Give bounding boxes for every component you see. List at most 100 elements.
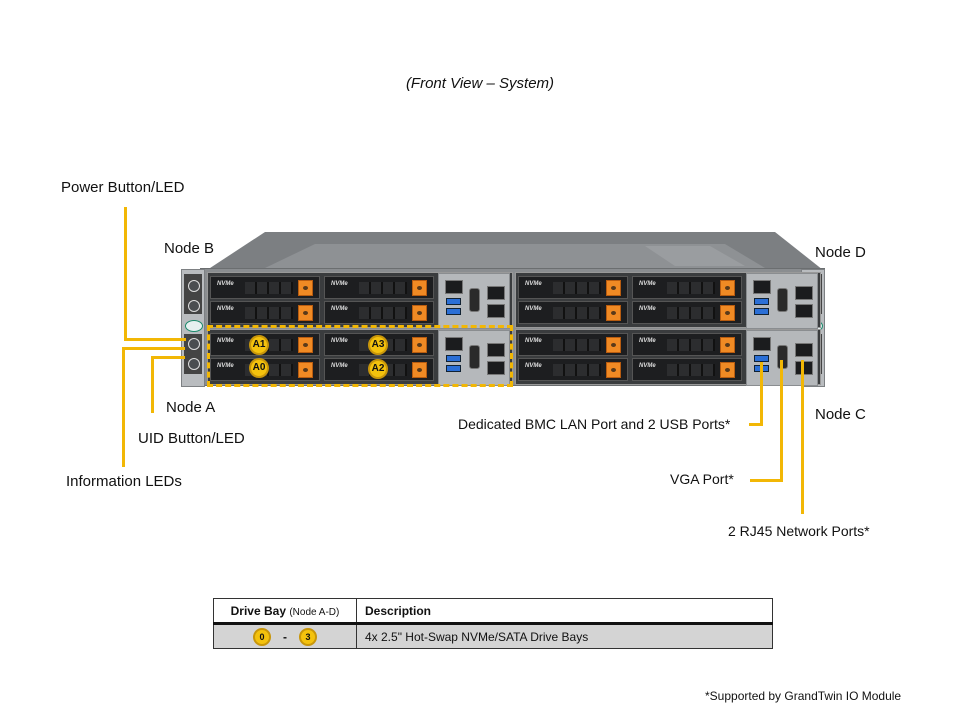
drive-marker-a0: A0: [249, 358, 269, 378]
range-separator: -: [283, 629, 287, 644]
drive-bay[interactable]: NVMe: [210, 301, 320, 324]
drive-latch-icon[interactable]: [412, 362, 427, 378]
usb-port[interactable]: [754, 355, 769, 362]
drive-latch-icon[interactable]: [720, 305, 735, 321]
drive-bay-header-text: Drive Bay: [230, 603, 286, 618]
bmc-lan-port[interactable]: [445, 337, 463, 351]
vga-port[interactable]: [469, 345, 480, 369]
rj45-port[interactable]: [795, 286, 813, 300]
drive-bay[interactable]: NVMe: [324, 276, 434, 299]
bay-label: NVMe: [639, 363, 656, 369]
node-d-label: Node D: [815, 244, 866, 261]
rj45-port[interactable]: [795, 304, 813, 318]
node-b-uid-button[interactable]: [188, 300, 200, 312]
chassis-top-cover: [207, 232, 823, 270]
bmc-lan-port[interactable]: [753, 280, 771, 294]
drive-bay[interactable]: NVMe: [518, 276, 628, 299]
drive-latch-icon[interactable]: [412, 280, 427, 296]
drive-marker-a2: A2: [368, 359, 388, 379]
bay-label: NVMe: [525, 338, 542, 344]
drive-bay[interactable]: NVMe: [632, 301, 742, 324]
rj45-port[interactable]: [795, 361, 813, 375]
vga-leader-line: [750, 479, 783, 482]
power-leader-line: [124, 338, 186, 341]
node-c-label: Node C: [815, 406, 866, 423]
drive-latch-icon[interactable]: [298, 337, 313, 353]
bay-label: NVMe: [331, 338, 348, 344]
drive-latch-icon[interactable]: [606, 362, 621, 378]
io-module: [438, 330, 510, 386]
drive-latch-icon[interactable]: [412, 305, 427, 321]
drive-bay-header: Drive Bay (Node A-D): [213, 598, 357, 625]
rj45-ports-label: 2 RJ45 Network Ports*: [728, 523, 870, 539]
bmc-lan-port[interactable]: [753, 337, 771, 351]
drive-bay[interactable]: NVMe: [632, 358, 742, 381]
rj45-port[interactable]: [487, 286, 505, 300]
bay-label: NVMe: [331, 363, 348, 369]
bay-label: NVMe: [525, 281, 542, 287]
usb-port[interactable]: [446, 298, 461, 305]
node-d: NVMe NVMe NVMe NVMe: [515, 272, 821, 329]
usb-port[interactable]: [446, 365, 461, 372]
bmc-usb-leader-line: [749, 423, 763, 426]
drive-bay[interactable]: NVMe: [324, 301, 434, 324]
drive-latch-icon[interactable]: [298, 305, 313, 321]
rj45-leader-line: [801, 360, 804, 514]
node-b-power-button[interactable]: [188, 280, 200, 292]
footnote: *Supported by GrandTwin IO Module: [705, 689, 902, 703]
vga-port[interactable]: [777, 288, 788, 312]
drive-latch-icon[interactable]: [298, 362, 313, 378]
drive-latch-icon[interactable]: [720, 280, 735, 296]
node-a-uid-button[interactable]: [188, 358, 200, 370]
rj45-port[interactable]: [487, 343, 505, 357]
usb-port[interactable]: [754, 308, 769, 315]
drive-bay[interactable]: NVMe: [632, 276, 742, 299]
drive-bay[interactable]: NVMe: [518, 333, 628, 356]
server-chassis: NVMe NVMe NVMe NVMe NVMe NVMe NVMe NVMe …: [181, 268, 825, 387]
bay-label: NVMe: [331, 306, 348, 312]
usb-port[interactable]: [754, 298, 769, 305]
drive-marker-a1: A1: [249, 335, 269, 355]
usb-port[interactable]: [446, 355, 461, 362]
io-module: [438, 273, 510, 329]
drive-latch-icon[interactable]: [606, 305, 621, 321]
description-header: Description: [356, 598, 773, 625]
io-module: [746, 273, 818, 329]
info-leds-leader-line: [122, 347, 185, 350]
drive-latch-icon[interactable]: [298, 280, 313, 296]
uid-leader-line: [151, 356, 185, 359]
node-a-power-button[interactable]: [188, 338, 200, 350]
drive-latch-icon[interactable]: [412, 337, 427, 353]
bay-label: NVMe: [217, 338, 234, 344]
node-a-label: Node A: [166, 399, 216, 416]
node-a-highlight: [207, 325, 513, 387]
bay-label: NVMe: [217, 281, 234, 287]
node-c: NVMe NVMe NVMe NVMe: [515, 329, 821, 386]
bmc-lan-port[interactable]: [445, 280, 463, 294]
bay-label: NVMe: [217, 363, 234, 369]
drive-bay[interactable]: NVMe: [518, 301, 628, 324]
node-b: NVMe NVMe NVMe NVMe: [207, 272, 513, 329]
supermicro-logo-icon: [185, 320, 203, 332]
bay-label: NVMe: [217, 306, 234, 312]
power-button-label: Power Button/LED: [61, 179, 185, 196]
drive-bay[interactable]: NVMe: [632, 333, 742, 356]
drive-bay[interactable]: NVMe: [210, 276, 320, 299]
rj45-port[interactable]: [795, 343, 813, 357]
drive-latch-icon[interactable]: [606, 280, 621, 296]
vga-port[interactable]: [469, 288, 480, 312]
drive-latch-icon[interactable]: [606, 337, 621, 353]
drive-latch-icon[interactable]: [720, 337, 735, 353]
drive-bay[interactable]: NVMe: [518, 358, 628, 381]
usb-port[interactable]: [446, 308, 461, 315]
uid-button-label: UID Button/LED: [138, 430, 245, 447]
bay-label: NVMe: [331, 281, 348, 287]
table-header-row: Drive Bay (Node A-D) Description: [213, 598, 773, 625]
drive-bay-cell: 0-3: [213, 623, 357, 649]
drive-latch-icon[interactable]: [720, 362, 735, 378]
info-leds-leader-line: [122, 347, 125, 467]
bmc-usb-leader-line: [760, 362, 763, 426]
rj45-port[interactable]: [487, 304, 505, 318]
power-leader-line: [124, 207, 127, 340]
rj45-port[interactable]: [487, 361, 505, 375]
